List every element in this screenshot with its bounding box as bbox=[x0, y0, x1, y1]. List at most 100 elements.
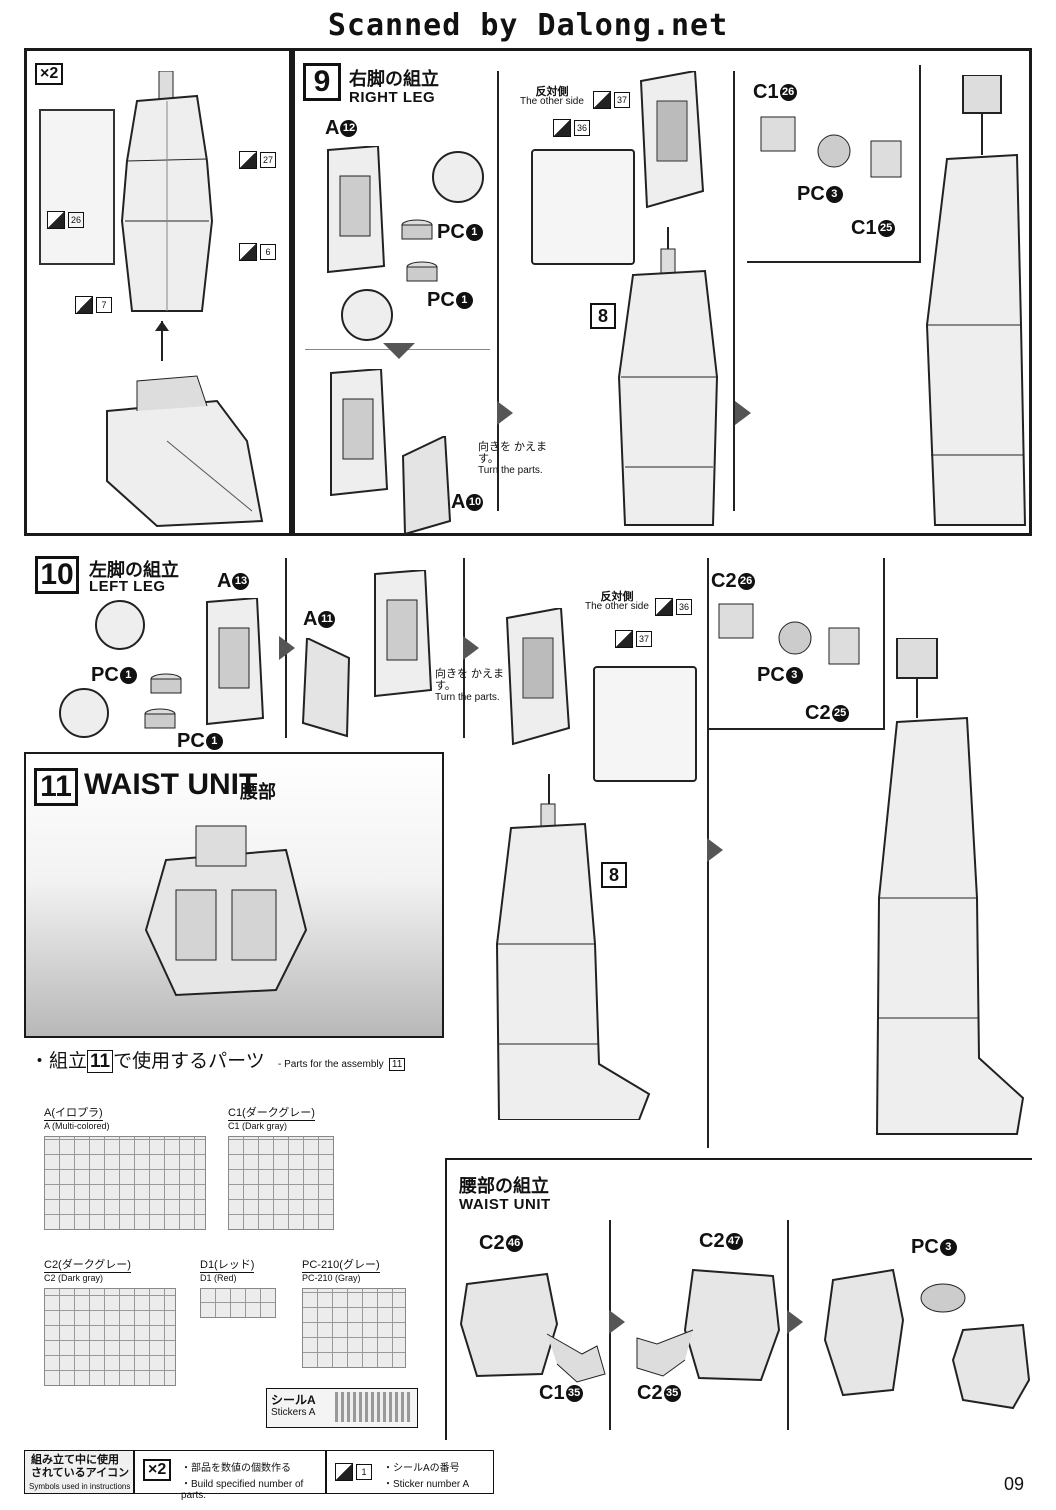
footer-sticker-legend: 1 ・シールAの番号 ・Sticker number A bbox=[326, 1450, 494, 1494]
sticker-6: 6 bbox=[239, 243, 276, 261]
sticker-sheet-image bbox=[335, 1392, 411, 1422]
runner-pc210-image bbox=[302, 1288, 406, 1368]
pc-cap-2 bbox=[144, 708, 176, 729]
sticker-icon bbox=[47, 211, 65, 229]
waist-title-en: WAIST UNIT bbox=[459, 1196, 551, 1213]
pc-cap-1 bbox=[401, 219, 433, 240]
leg-front-cover bbox=[505, 608, 571, 746]
other-side-note: 反対側 The other side bbox=[520, 86, 584, 107]
sticker-26: 26 bbox=[47, 211, 84, 229]
x2-icon: ×2 bbox=[143, 1459, 172, 1481]
leg-assembled-right bbox=[925, 75, 1027, 526]
sticker-icon bbox=[615, 630, 633, 648]
sticker-icon bbox=[335, 1463, 353, 1481]
next-arrow bbox=[463, 636, 479, 660]
sticker-27: 27 bbox=[239, 151, 276, 169]
other-side-note: 反対側 The other side bbox=[585, 591, 649, 612]
detail-inset bbox=[39, 109, 115, 265]
runner-c2: C2(ダークグレー) C2 (Dark gray) bbox=[44, 1256, 131, 1283]
runner-c1-image bbox=[228, 1136, 334, 1230]
c2-detail-box bbox=[707, 558, 885, 730]
waist-unit-illustration bbox=[144, 825, 308, 997]
waist-assembled bbox=[823, 1268, 1031, 1410]
ref-step-8: 8 bbox=[601, 862, 627, 888]
leg-assembled-right bbox=[875, 638, 1025, 1135]
leg-shell-assembled bbox=[330, 369, 389, 497]
runner-d1-image bbox=[200, 1288, 276, 1318]
sticker-icon bbox=[239, 151, 257, 169]
sticker-icon bbox=[593, 91, 611, 109]
waist-frame-c2-46 bbox=[459, 1272, 606, 1383]
runner-a-image bbox=[44, 1136, 206, 1230]
sticker-icon bbox=[75, 296, 93, 314]
step-divider bbox=[497, 71, 499, 511]
pc-cap-detail-2 bbox=[59, 688, 109, 738]
leg-assembled-middle bbox=[617, 227, 719, 526]
sticker-icon bbox=[655, 598, 673, 616]
runner-pc210: PC-210(グレー) PC-210 (Gray) bbox=[302, 1256, 380, 1283]
step-title-jp: 腰部 bbox=[240, 782, 276, 802]
runner-a: A(イロプラ) A (Multi-colored) bbox=[44, 1104, 110, 1131]
sticker-legend-icon: 1 bbox=[335, 1463, 372, 1481]
step-11-panel: 11 WAIST UNIT 腰部 bbox=[24, 752, 444, 1038]
sticker-36: 36 bbox=[553, 119, 590, 137]
next-arrow bbox=[787, 1310, 803, 1334]
x2-badge: ×2 bbox=[35, 63, 64, 85]
step-number: 10 bbox=[35, 556, 79, 594]
down-arrow bbox=[383, 343, 415, 359]
turn-note: 向きを かえます。 Turn the parts. bbox=[435, 668, 505, 703]
leg-shell-a12 bbox=[327, 146, 386, 274]
step-title-en: WAIST UNIT bbox=[84, 768, 258, 801]
turn-note: 向きを かえます。 Turn the parts. bbox=[478, 441, 548, 476]
next-arrow bbox=[279, 636, 295, 660]
pc-cap-detail-2 bbox=[341, 289, 393, 341]
step-title-en: RIGHT LEG bbox=[349, 89, 436, 106]
leg-shell-a13 bbox=[206, 598, 265, 726]
footer-x2-legend: ×2 ・部品を数値の個数作る ・Build specified number o… bbox=[134, 1450, 326, 1501]
sticker-36: 36 bbox=[655, 598, 692, 616]
page-header-title: Scanned by Dalong.net bbox=[327, 8, 729, 43]
step-divider bbox=[733, 71, 735, 511]
leg-shell-assembled bbox=[374, 570, 433, 698]
cover-detail-inset bbox=[531, 149, 635, 265]
leg-cover-a10 bbox=[401, 436, 452, 536]
leg-front-cover bbox=[639, 71, 705, 209]
next-arrow bbox=[707, 838, 723, 862]
pc-cap-1 bbox=[150, 673, 182, 694]
foot-illustration bbox=[106, 321, 264, 528]
c1-parts bbox=[760, 116, 902, 178]
c1-detail-box bbox=[747, 65, 921, 263]
step-number: 9 bbox=[303, 63, 341, 101]
leg-assembled-middle bbox=[495, 774, 651, 1120]
next-arrow bbox=[497, 401, 513, 425]
pc-cap-detail-1 bbox=[95, 600, 145, 650]
runner-c1: C1(ダークグレー) C1 (Dark gray) bbox=[228, 1104, 315, 1131]
sticker-icon bbox=[239, 243, 257, 261]
sticker-icon bbox=[553, 119, 571, 137]
ref-step-8: 8 bbox=[590, 303, 616, 329]
runner-d1: D1(レッド) D1 (Red) bbox=[200, 1256, 255, 1283]
pc-cap-detail-1 bbox=[432, 151, 484, 203]
waist-frame-c2-47 bbox=[636, 1268, 781, 1382]
waist-title-jp: 腰部の組立 bbox=[459, 1176, 549, 1196]
next-arrow bbox=[735, 401, 751, 425]
runner-c2-image bbox=[44, 1288, 176, 1386]
step-title-jp: 右脚の組立 bbox=[349, 69, 439, 89]
step-number: 11 bbox=[34, 768, 78, 806]
step-title-jp: 左脚の組立 bbox=[89, 560, 179, 580]
sticker-37: 37 bbox=[593, 91, 630, 109]
